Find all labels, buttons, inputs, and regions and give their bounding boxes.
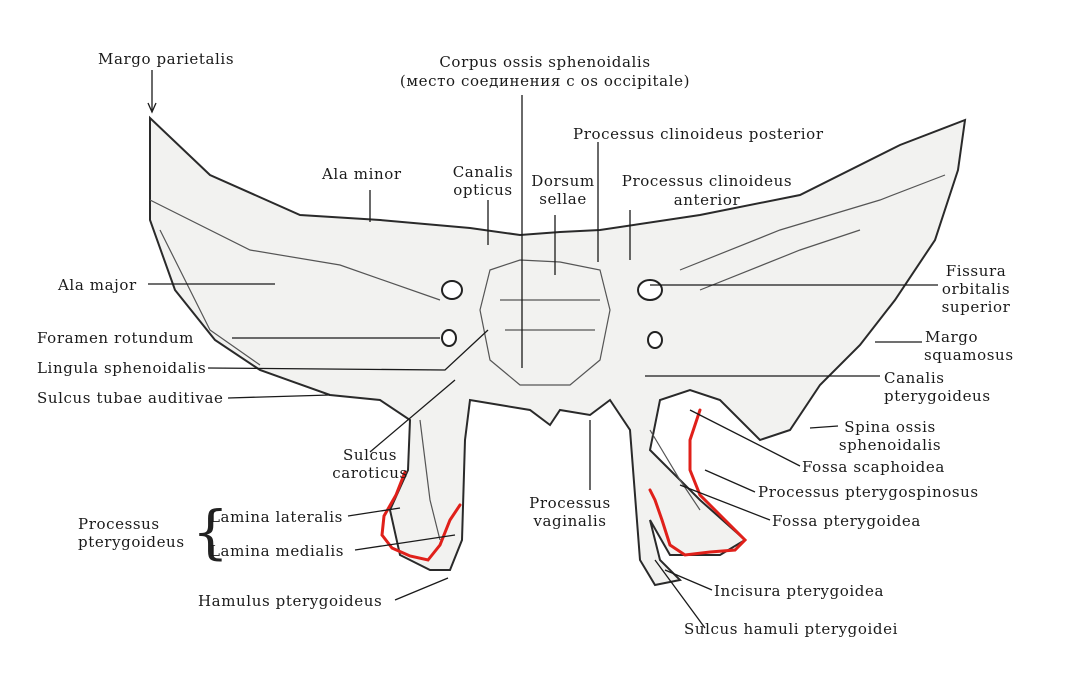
label-processus-pterygoideus-2: pterygoideus [78, 533, 185, 551]
label-sulcus-hamuli: Sulcus hamuli pterygoidei [684, 620, 898, 638]
bone-shading [149, 174, 946, 541]
label-lingula-sphenoidalis: Lingula sphenoidalis [37, 359, 207, 377]
label-canalis-pterygoideus-2: pterygoideus [884, 387, 991, 405]
label-dorsum-sellae-1: Dorsum [531, 172, 595, 190]
label-fissura-1: Fissura [945, 262, 1007, 280]
label-sulcus-caroticus-2: caroticus [332, 464, 408, 482]
label-incisura-pterygoidea: Incisura pterygoidea [714, 582, 885, 600]
label-processus-vaginalis-1: Processus [529, 494, 611, 512]
label-dorsum-sellae-2: sellae [539, 190, 587, 208]
label-spina-ossis-1: Spina ossis [844, 418, 936, 436]
red-highlight-lines [380, 408, 748, 562]
leader-lines [147, 70, 938, 629]
label-lamina-medialis: Lamina medialis [210, 542, 345, 560]
foramina [441, 279, 663, 349]
label-margo-squamosus-1: Margo [925, 328, 979, 346]
label-margo-parietalis: Margo parietalis [98, 50, 235, 68]
label-canalis-opticus-1: Canalis [452, 163, 514, 181]
label-processus-clinoideus-posterior: Processus clinoideus posterior [573, 125, 824, 143]
label-margo-squamosus-2: squamosus [924, 346, 1014, 364]
label-processus-pterygoideus-1: Processus [78, 515, 160, 533]
label-lamina-lateralis: Lamina lateralis [210, 508, 343, 526]
label-ala-minor: Ala minor [322, 165, 402, 183]
label-foramen-rotundum: Foramen rotundum [37, 329, 194, 347]
label-sulcus-tubae: Sulcus tubae auditivae [37, 389, 224, 407]
label-processus-clinoideus-anterior-2: anterior [673, 191, 741, 209]
label-canalis-opticus-2: opticus [453, 181, 513, 199]
label-corpus-ossis: Corpus ossis sphenoidalis [439, 53, 651, 71]
label-canalis-pterygoideus-1: Canalis [884, 369, 945, 387]
label-fissura-3: superior [941, 298, 1011, 316]
label-processus-clinoideus-anterior-1: Processus clinoideus [621, 172, 793, 190]
label-fossa-scaphoidea: Fossa scaphoidea [802, 458, 945, 476]
label-corpus-ossis-note: (место соединения с os occipitale) [399, 72, 691, 90]
label-processus-vaginalis-2: vaginalis [533, 512, 607, 530]
label-spina-ossis-2: sphenoidalis [838, 436, 942, 454]
label-fissura-2: orbitalis [941, 280, 1011, 298]
label-sulcus-caroticus-1: Sulcus [342, 446, 398, 464]
brace-symbol: { [192, 498, 229, 566]
label-processus-pterygospinosus: Processus pterygospinosus [758, 483, 979, 501]
label-fossa-pterygoidea: Fossa pterygoidea [772, 512, 921, 530]
label-ala-major: Ala major [58, 276, 137, 294]
label-hamulus-pterygoideus: Hamulus pterygoideus [198, 592, 383, 610]
